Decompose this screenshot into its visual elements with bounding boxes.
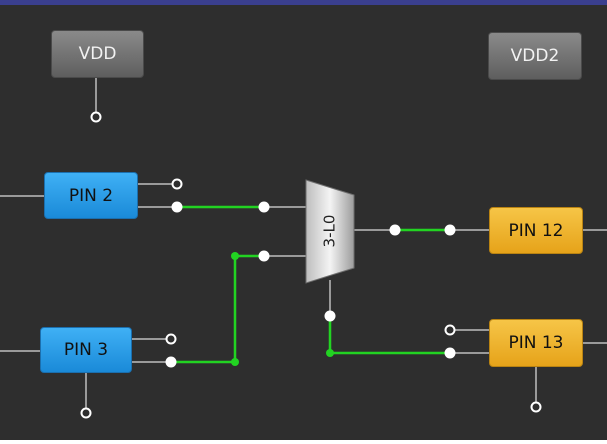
lut-label: 3-L0 [321,215,339,248]
junction-dot [231,252,239,260]
pin2-aux-port[interactable] [171,178,183,190]
top-accent-bar [0,0,607,5]
pin3-aux-port[interactable] [165,333,177,345]
vdd2-block[interactable]: VDD2 [488,32,582,80]
junction-dot [231,358,239,366]
wire-pin3-to-lut[interactable] [171,254,264,364]
pin13-block[interactable]: PIN 13 [489,319,583,367]
lut-output-port[interactable] [389,224,401,236]
vdd-port[interactable] [90,111,102,123]
pin12-input-port[interactable] [444,224,456,236]
vdd-block[interactable]: VDD [51,30,144,78]
vdd2-label: VDD2 [510,46,560,66]
junction-dot [326,349,334,357]
pin3-block[interactable]: PIN 3 [40,327,132,373]
pin13-aux-port[interactable] [444,324,456,336]
pin3-label: PIN 3 [63,340,109,360]
lut-input0-port[interactable] [258,201,270,213]
pin13-bottom-port[interactable] [530,401,542,413]
connected-ports [165,201,456,368]
idle-wires [0,78,607,410]
pin2-block[interactable]: PIN 2 [44,172,138,219]
vdd-label: VDD [78,44,117,64]
lut-input2-port[interactable] [324,310,336,322]
pin3-bottom-port[interactable] [80,407,92,419]
pin13-input-port[interactable] [444,347,456,359]
lut-block[interactable] [305,179,355,284]
pin2-output-port[interactable] [171,201,183,213]
pin2-label: PIN 2 [68,185,114,206]
open-ports [80,111,542,419]
junction-dots [231,252,334,366]
lut-input1-port[interactable] [258,250,270,262]
pin3-output-port[interactable] [165,356,177,368]
pin12-label: PIN 12 [508,220,564,241]
pin12-block[interactable]: PIN 12 [489,207,583,254]
pin13-label: PIN 13 [508,333,564,353]
